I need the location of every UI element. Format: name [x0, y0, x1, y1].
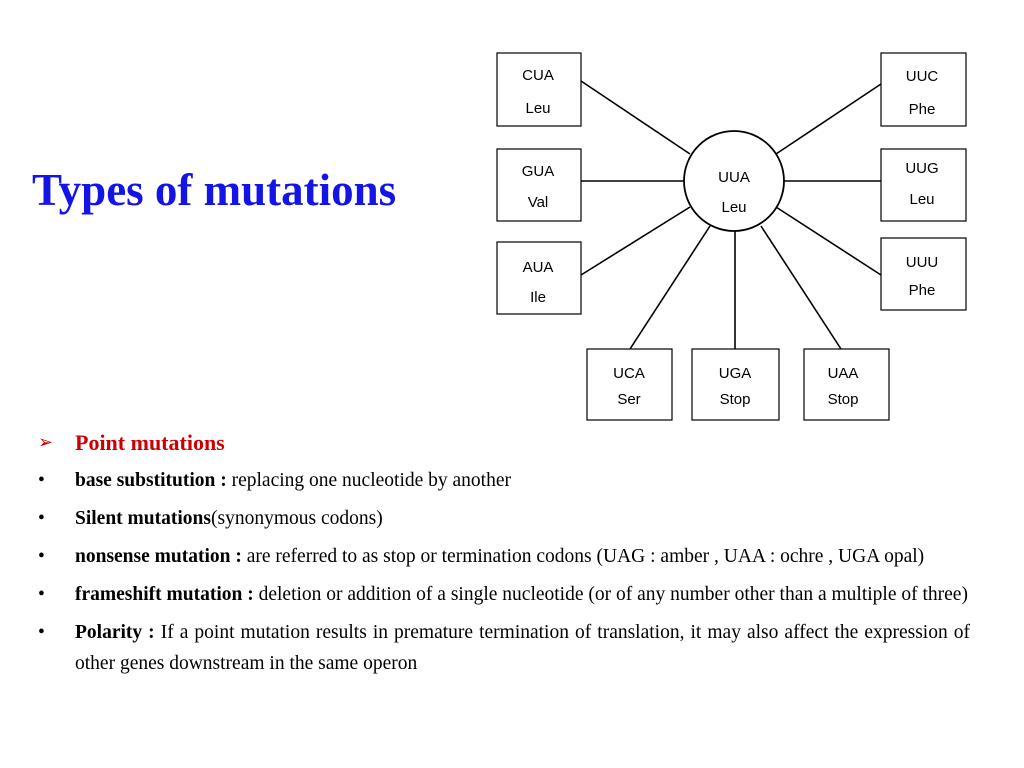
codon-label: UCA — [613, 365, 645, 382]
bullet-item: • base substitution : replacing one nucl… — [38, 465, 970, 496]
bullet-text: (synonymous codons) — [210, 508, 383, 529]
bullet-text: replacing one nucleotide by another — [226, 470, 511, 491]
codon-label: AUA — [523, 259, 554, 276]
amino-acid-label: Leu — [909, 191, 934, 208]
amino-acid-label: Phe — [909, 282, 936, 299]
connector-cua — [580, 80, 691, 155]
codon-label: UGA — [719, 365, 752, 382]
amino-acid-label: Ile — [530, 289, 546, 306]
connector-uuc — [775, 83, 882, 155]
section-heading: ➢ Point mutations — [38, 427, 970, 458]
codon-box-gua — [496, 148, 582, 222]
codon-box-aua — [496, 241, 582, 315]
amino-acid-label: Val — [528, 194, 549, 211]
bullet-term: nonsense mutation : — [75, 546, 242, 567]
bullet-text: deletion or addition of a single nucleot… — [253, 584, 968, 605]
bullet-item: • Silent mutations(synonymous codons) — [38, 503, 970, 534]
bullet-item: • frameshift mutation : deletion or addi… — [38, 579, 970, 610]
bullet-dot-icon: • — [38, 622, 45, 643]
codon-label: UAA — [828, 365, 859, 382]
bullet-dot-icon: • — [38, 546, 45, 567]
codon-label: CUA — [522, 67, 554, 84]
codon-box-uca — [586, 348, 673, 421]
bullet-term: frameshift mutation : — [75, 584, 254, 605]
center-codon-circle — [683, 130, 785, 232]
bullet-item: • nonsense mutation : are referred to as… — [38, 541, 970, 572]
bullet-list: ➢ Point mutations • base substitution : … — [38, 427, 970, 679]
amino-acid-label: Ser — [617, 391, 640, 408]
section-heading-text: Point mutations — [75, 430, 225, 455]
connector-aua — [580, 206, 691, 276]
codon-label: GUA — [522, 163, 555, 180]
codon-box-cua — [496, 52, 582, 127]
codon-label: UUG — [905, 160, 938, 177]
bullet-dot-icon: • — [38, 584, 45, 605]
connector-uca — [629, 225, 711, 350]
codon-label: UUU — [906, 254, 939, 271]
amino-acid-label: Stop — [720, 391, 751, 408]
codon-box-uga — [691, 348, 780, 421]
codon-box-uuu — [880, 237, 967, 311]
bullet-dot-icon: • — [38, 470, 45, 491]
bullet-term: Polarity : — [75, 622, 155, 643]
bullet-item: • Polarity : If a point mutation results… — [38, 617, 970, 679]
bullet-term: base substitution : — [75, 470, 227, 491]
amino-acid-label: Stop — [828, 391, 859, 408]
center-amino-acid: Leu — [721, 199, 746, 216]
codon-box-uaa — [803, 348, 890, 421]
arrow-bullet-icon: ➢ — [38, 432, 54, 452]
bullet-term: Silent mutations — [75, 508, 211, 529]
connector-uuu — [775, 206, 882, 276]
codon-label: UUC — [906, 68, 939, 85]
codon-box-uuc — [880, 52, 967, 127]
bullet-dot-icon: • — [38, 508, 45, 529]
amino-acid-label: Leu — [525, 100, 550, 117]
bullet-text: are referred to as stop or termination c… — [241, 546, 925, 567]
connector-uaa — [760, 225, 842, 350]
slide-title: Types of mutations — [32, 165, 397, 215]
center-codon: UUA — [718, 169, 750, 186]
bullet-text: If a point mutation results in premature… — [75, 622, 970, 674]
amino-acid-label: Phe — [909, 101, 936, 118]
codon-box-uug — [880, 148, 967, 222]
